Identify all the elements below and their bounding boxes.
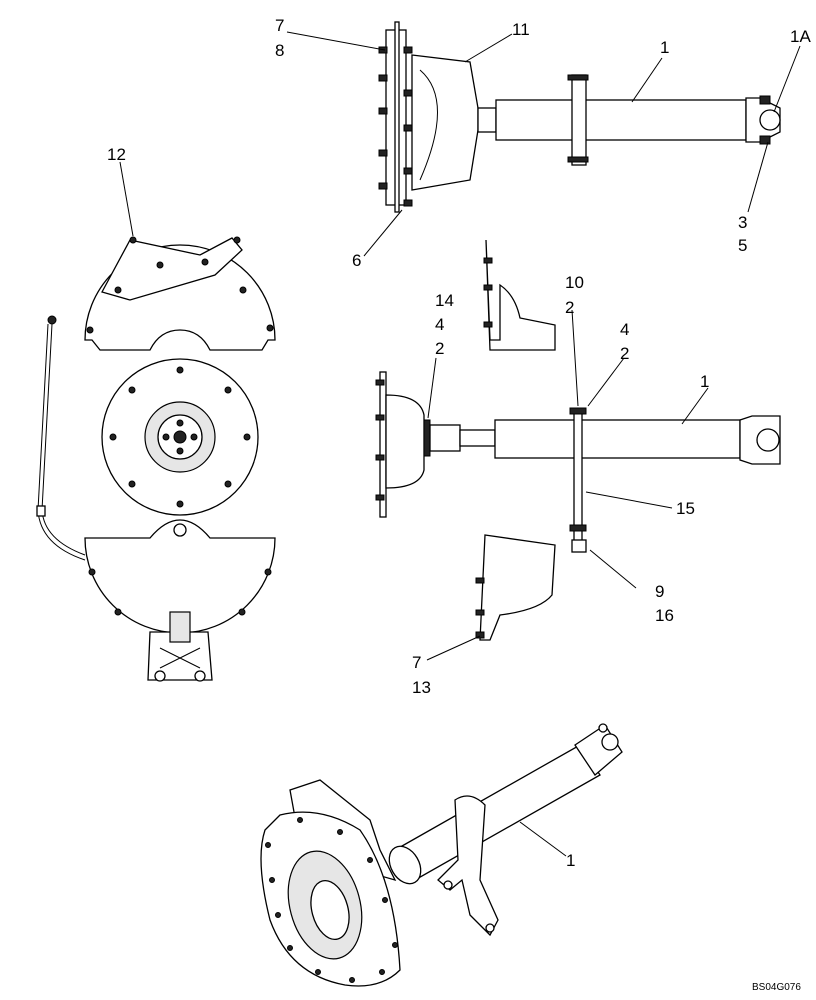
callout-1-iso: 1: [566, 851, 575, 870]
bell-housing: [411, 54, 479, 191]
mid-flange-bolts: [375, 379, 385, 501]
flywheel-bolts: [109, 366, 251, 508]
tube-cap: [47, 315, 57, 325]
middle-driveshaft-assembly: [375, 239, 781, 641]
leader-lines-top: [286, 31, 801, 257]
leader-lines-middle: [426, 309, 709, 661]
top-driveshaft-assembly: [378, 21, 781, 213]
callout-16: 16: [655, 606, 674, 625]
left-front-view: [36, 236, 276, 682]
callout-2-right: 2: [620, 344, 629, 363]
callout-1: 1: [660, 38, 669, 57]
lower-guard: [479, 534, 556, 641]
callout-13: 13: [412, 678, 431, 697]
callout-10: 10: [565, 273, 584, 292]
isometric-assembly: [260, 723, 623, 987]
callout-1-mid: 1: [700, 372, 709, 391]
callout-7-lower: 7: [412, 653, 421, 672]
shaft-tube: [495, 99, 747, 141]
callout-12: 12: [107, 145, 126, 164]
callout-4-right: 4: [620, 320, 629, 339]
drawing-code: BS04G076: [752, 982, 801, 993]
mid-shaft-tube: [494, 419, 741, 459]
iso-flange-bolts: [265, 817, 398, 983]
callout-3: 3: [738, 213, 747, 232]
callout-6: 6: [352, 251, 361, 270]
callout-14: 14: [435, 291, 454, 310]
lower-shield: [84, 519, 276, 634]
callout-8: 8: [275, 41, 284, 60]
upper-guard: [485, 239, 556, 351]
support-bracket: [571, 74, 587, 166]
callout-labels: 7 8 11 1 1A 3 5 6 12 10 2 14 4 2 4 2 1 1…: [107, 16, 811, 993]
callout-9: 9: [655, 582, 664, 601]
callout-7: 7: [275, 16, 284, 35]
mid-housing: [385, 394, 425, 489]
callout-5: 5: [738, 236, 747, 255]
iso-bracket: [437, 795, 499, 937]
callout-1A: 1A: [790, 27, 811, 46]
callout-2-upper: 2: [565, 298, 574, 317]
callout-15: 15: [676, 499, 695, 518]
callout-11: 11: [512, 20, 530, 39]
callout-4-left: 4: [435, 315, 444, 334]
callout-2-left: 2: [435, 339, 444, 358]
